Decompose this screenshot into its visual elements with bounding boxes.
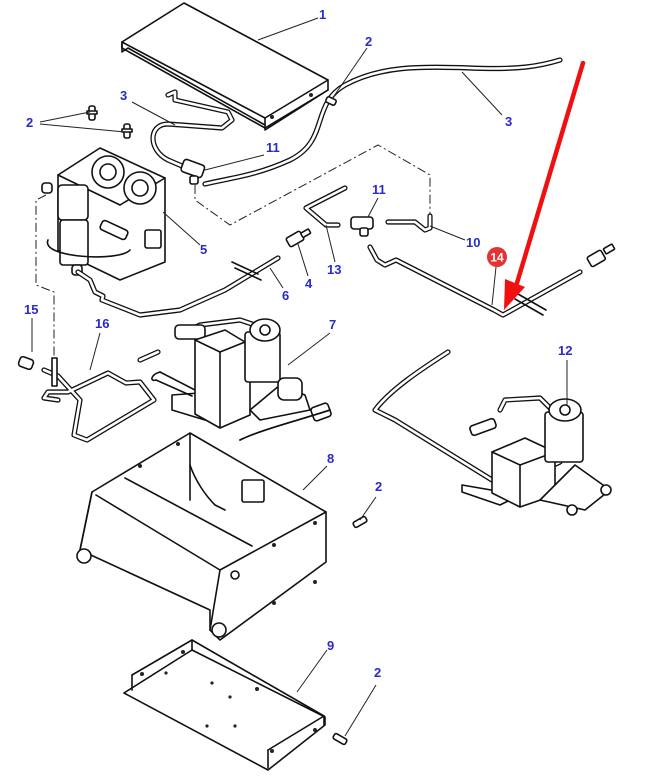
part-pipe-10[interactable] xyxy=(385,213,433,233)
callout-5[interactable]: 5 xyxy=(200,242,207,257)
part-pin[interactable] xyxy=(137,349,161,363)
part-clip-2-d[interactable] xyxy=(352,515,368,529)
callout-13[interactable]: 13 xyxy=(327,262,341,277)
part-tee-fitting-11[interactable] xyxy=(180,158,206,185)
callout-3[interactable]: 3 xyxy=(505,114,512,129)
callout-2[interactable]: 2 xyxy=(374,665,381,680)
part-pipe-6[interactable] xyxy=(75,255,281,318)
part-connector-right[interactable] xyxy=(586,243,616,268)
callout-4[interactable]: 4 xyxy=(305,276,313,291)
callout-1[interactable]: 1 xyxy=(319,7,326,22)
callout-12[interactable]: 12 xyxy=(558,343,572,358)
part-clip-2-e[interactable] xyxy=(332,732,348,746)
part-compressor-7[interactable] xyxy=(151,317,332,429)
part-clip-2-a[interactable] xyxy=(86,105,98,121)
part-compressor-assembly-12[interactable] xyxy=(372,349,612,516)
part-valve-block[interactable] xyxy=(41,147,166,281)
part-pipe-14[interactable] xyxy=(367,244,583,318)
callout-16[interactable]: 16 xyxy=(95,316,109,331)
callout-10[interactable]: 10 xyxy=(466,235,480,250)
leader-lines xyxy=(31,17,568,737)
highlight-badge-14[interactable]: 14 xyxy=(487,247,507,267)
callout-2[interactable]: 2 xyxy=(375,479,382,494)
highlight-badge-label: 14 xyxy=(490,251,504,265)
guide-line xyxy=(194,144,431,226)
callout-3[interactable]: 3 xyxy=(120,88,127,103)
part-clip-2-b[interactable] xyxy=(121,123,133,139)
part-housing-8[interactable] xyxy=(76,409,331,641)
highlight-badge-circle xyxy=(487,247,507,267)
part-base-plate-9[interactable] xyxy=(123,639,326,771)
part-pipe-3-long[interactable] xyxy=(202,57,563,187)
callout-6[interactable]: 6 xyxy=(282,288,289,303)
part-tee-fitting-11-right[interactable] xyxy=(350,216,374,237)
callout-11[interactable]: 11 xyxy=(372,182,386,197)
part-cover-plate[interactable] xyxy=(121,2,329,131)
part-pipe-16[interactable] xyxy=(41,357,157,443)
part-connector-4[interactable] xyxy=(285,228,312,248)
highlight-arrow-icon xyxy=(504,60,586,310)
part-elbow-fitting-15[interactable] xyxy=(17,355,35,371)
part-pipe-3-short[interactable] xyxy=(150,89,235,169)
callout-2[interactable]: 2 xyxy=(365,34,372,49)
callout-9[interactable]: 9 xyxy=(327,638,334,653)
callout-15[interactable]: 15 xyxy=(24,302,38,317)
guide-line xyxy=(35,194,55,360)
callout-8[interactable]: 8 xyxy=(327,451,334,466)
callout-2[interactable]: 2 xyxy=(26,115,33,130)
callout-11[interactable]: 11 xyxy=(266,140,280,155)
part-pipe-13[interactable] xyxy=(303,185,348,228)
callout-7[interactable]: 7 xyxy=(329,317,336,332)
